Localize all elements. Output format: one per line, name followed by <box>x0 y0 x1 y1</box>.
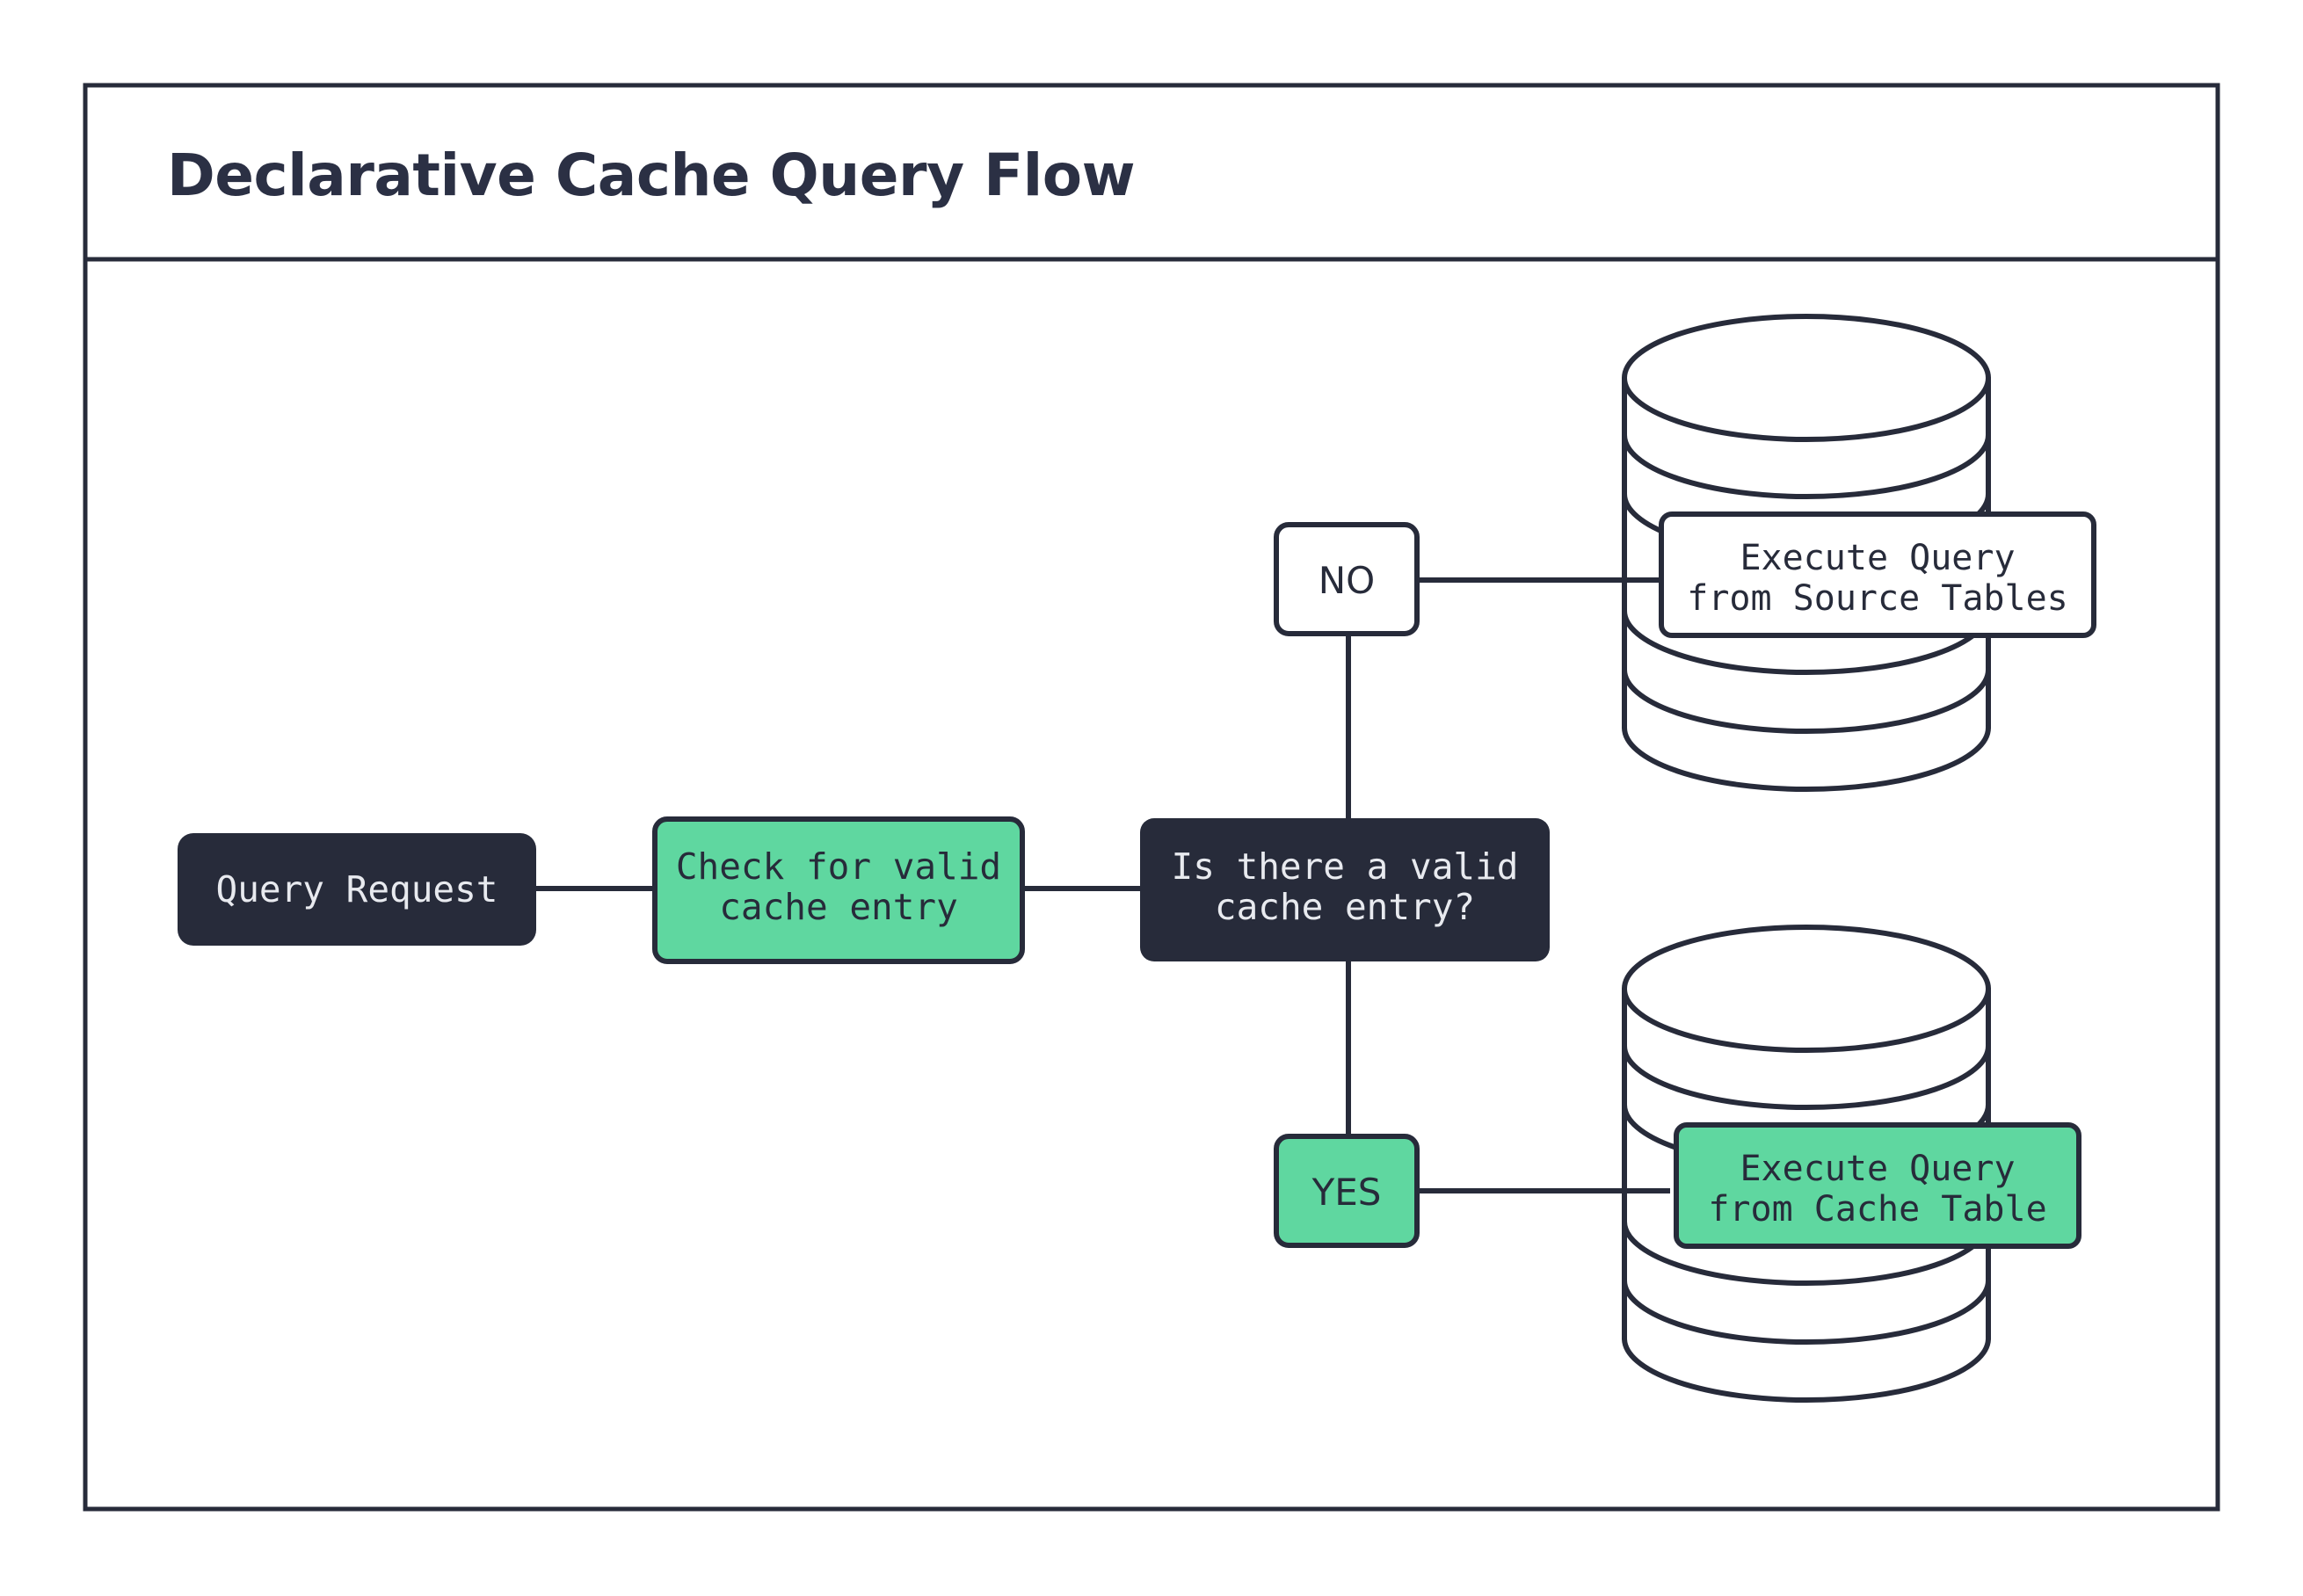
branch-label-no[interactable]: NO <box>1274 522 1420 636</box>
branch-label-no-text: NO <box>1319 559 1375 602</box>
node-check-cache-shape <box>652 816 1025 964</box>
node-decision-label-line1: Is there a valid <box>1172 845 1519 888</box>
source-database-cylinder <box>1622 314 1991 792</box>
branch-label-yes-shape <box>1274 1134 1420 1248</box>
node-decision-label-line2: cache entry? <box>1215 886 1475 928</box>
node-execute-source-shape <box>1659 511 2096 638</box>
branch-label-yes[interactable]: YES <box>1274 1134 1420 1248</box>
node-execute-cache[interactable]: Execute Query from Cache Table <box>1674 1122 2081 1249</box>
node-execute-source[interactable]: Execute Query from Source Tables <box>1659 511 2096 638</box>
page-title: Declarative Cache Query Flow <box>167 141 1135 209</box>
node-query-request-label: Query Request <box>216 868 498 910</box>
node-check-cache[interactable]: Check for valid cache entry <box>652 816 1025 964</box>
node-execute-cache-label-line2: from Cache Table <box>1708 1189 2046 1230</box>
branch-label-no-shape <box>1274 522 1420 636</box>
diagram-frame <box>83 83 2220 1512</box>
node-check-cache-label-line1: Check for valid <box>676 845 1001 888</box>
node-check-cache-label-line2: cache entry <box>719 886 958 928</box>
branch-label-yes-text: YES <box>1311 1171 1382 1214</box>
node-decision-shape <box>1140 818 1550 961</box>
node-query-request[interactable]: Query Request <box>178 833 536 946</box>
node-query-request-shape <box>178 833 536 946</box>
node-execute-source-label-line1: Execute Query <box>1740 538 2015 578</box>
node-execute-cache-label-line1: Execute Query <box>1740 1149 2015 1189</box>
node-execute-source-label-line2: from Source Tables <box>1687 578 2067 619</box>
node-decision[interactable]: Is there a valid cache entry? <box>1140 818 1550 961</box>
node-execute-cache-shape <box>1674 1122 2081 1249</box>
